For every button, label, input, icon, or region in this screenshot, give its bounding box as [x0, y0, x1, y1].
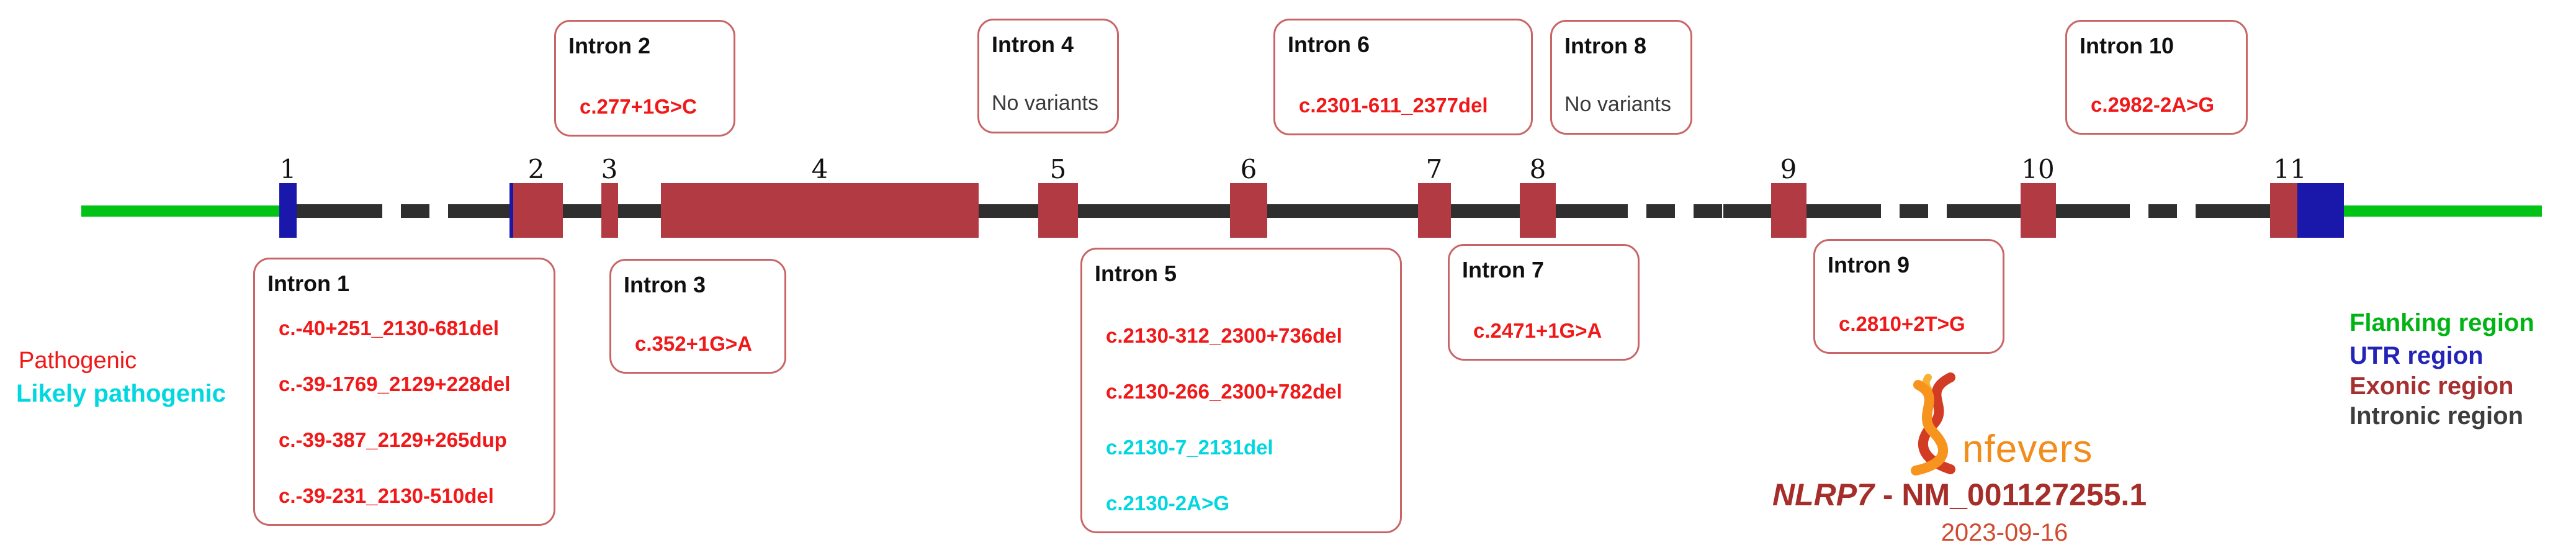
variant-text: c.2810+2T>G: [1839, 312, 1965, 335]
intron-line: [297, 204, 354, 218]
exon-number-9: 9: [1780, 154, 1797, 184]
exon-number-6: 6: [1240, 154, 1257, 184]
intron-line: [1078, 204, 1230, 218]
intron-6-variant-box: Intron 6 c.2301-611_2377del: [1273, 19, 1533, 135]
legend-likely-pathogenic: Likely pathogenic: [16, 380, 226, 407]
intron-line: [563, 204, 601, 218]
intron-box-title: Intron 3: [624, 272, 706, 297]
gene-transcript-title: NLRP7 - NM_001127255.1: [1772, 477, 2147, 513]
variant-text: c.2130-2A>G: [1106, 492, 1230, 515]
legend-exonic-region: Exonic region: [2349, 372, 2514, 400]
intron-line: [1723, 204, 1771, 218]
exon-8-box: [1520, 183, 1556, 238]
exon-number-3: 3: [601, 154, 618, 184]
variant-text: c.-39-231_2130-510del: [279, 484, 494, 507]
exon-number-5: 5: [1049, 154, 1067, 184]
intron-line-dashed: [354, 204, 465, 218]
variant-text: c.2982-2A>G: [2091, 93, 2215, 116]
intron-box-title: Intron 1: [267, 271, 349, 296]
intron-line: [979, 204, 1038, 218]
intron-box-title: Intron 6: [1288, 32, 1370, 57]
intron-10-variant-box: Intron 10 c.2982-2A>G: [2065, 20, 2248, 135]
intron-3-variant-box: Intron 3 c.352+1G>A: [609, 259, 786, 374]
variant-text: c.2130-7_2131del: [1106, 436, 1273, 459]
exon-number-4: 4: [811, 154, 828, 184]
infevers-logo-text: nfevers: [1962, 428, 2093, 471]
infevers-logo-icon: [1911, 372, 1955, 476]
exon-number-10: 10: [2021, 154, 2055, 184]
exon-number-2: 2: [527, 154, 545, 184]
exon-3-box: [601, 183, 618, 238]
intron-line: [2056, 204, 2101, 218]
intron-line: [1556, 204, 1599, 218]
variant-text: c.-39-1769_2129+228del: [279, 372, 511, 395]
intron-box-title: Intron 5: [1095, 261, 1177, 286]
exon-5-box: [1038, 183, 1078, 238]
transcript-id: NM_001127255.1: [1901, 477, 2147, 512]
intron-line: [1971, 204, 2021, 218]
utr-sliver-exon2: [509, 183, 513, 238]
variant-text: c.277+1G>C: [580, 95, 697, 118]
intron-box-title: Intron 8: [1564, 33, 1646, 58]
intron-5-variant-box: Intron 5 c.2130-312_2300+736del c.2130-2…: [1080, 248, 1402, 533]
variant-text: c.2301-611_2377del: [1299, 94, 1488, 117]
intron-box-title: Intron 9: [1828, 252, 1910, 277]
intron-4-variant-box: Intron 4 No variants: [977, 19, 1119, 133]
exon-number-1: 1: [279, 154, 297, 184]
intron-8-variant-box: Intron 8 No variants: [1550, 20, 1692, 135]
utr-box-exon11: [2297, 183, 2344, 238]
flanking-line-right: [2344, 205, 2542, 217]
variant-text: c.-39-387_2129+265dup: [279, 428, 507, 451]
variant-text: c.2130-266_2300+782del: [1106, 380, 1342, 403]
no-variants-text: No variants: [1564, 92, 1671, 116]
legend-pathogenic: Pathogenic: [19, 348, 137, 374]
exon-9-box: [1771, 183, 1806, 238]
intron-line: [1451, 204, 1520, 218]
variant-text: c.352+1G>A: [635, 332, 752, 355]
intron-box-title: Intron 7: [1462, 257, 1544, 282]
intron-box-title: Intron 2: [568, 33, 650, 58]
intron-line: [465, 204, 509, 218]
variant-text: c.2130-312_2300+736del: [1106, 324, 1342, 347]
exon-7-box: [1418, 183, 1451, 238]
no-variants-text: No variants: [992, 91, 1098, 115]
intron-line: [1806, 204, 1852, 218]
intron-line: [1267, 204, 1418, 218]
variant-text: c.2471+1G>A: [1473, 319, 1602, 342]
intron-line-dashed: [1852, 204, 1971, 218]
intron-2-variant-box: Intron 2 c.277+1G>C: [554, 20, 735, 137]
exon-number-8: 8: [1529, 154, 1546, 184]
exon-11-box: [2270, 183, 2297, 238]
utr-box-exon1: [279, 183, 297, 238]
variant-text: c.-40+251_2130-681del: [279, 317, 500, 340]
flanking-line-left: [81, 205, 279, 217]
legend-intronic-region: Intronic region: [2349, 402, 2523, 430]
gene-symbol: NLRP7: [1772, 477, 1874, 512]
exon-number-7: 7: [1425, 154, 1443, 184]
legend-utr-region: UTR region: [2349, 342, 2484, 369]
exon-number-11: 11: [2273, 154, 2307, 184]
exon-4-box: [661, 183, 979, 238]
intron-line: [618, 204, 661, 218]
exon-10-box: [2021, 183, 2056, 238]
intron-line-dashed: [2101, 204, 2224, 218]
intron-9-variant-box: Intron 9 c.2810+2T>G: [1813, 239, 2004, 354]
intron-box-title: Intron 4: [992, 32, 1074, 57]
intron-line-dashed: [1599, 204, 1723, 218]
legend-flanking-region: Flanking region: [2349, 309, 2534, 336]
title-separator: -: [1874, 477, 1902, 512]
exon-2-box: [513, 183, 563, 238]
exon-6-box: [1230, 183, 1267, 238]
intron-box-title: Intron 10: [2080, 33, 2174, 58]
intron-1-variant-box: Intron 1 c.-40+251_2130-681del c.-39-176…: [253, 258, 555, 526]
diagram-date: 2023-09-16: [1941, 519, 2068, 546]
intron-7-variant-box: Intron 7 c.2471+1G>A: [1448, 244, 1640, 361]
intron-line: [2224, 204, 2270, 218]
